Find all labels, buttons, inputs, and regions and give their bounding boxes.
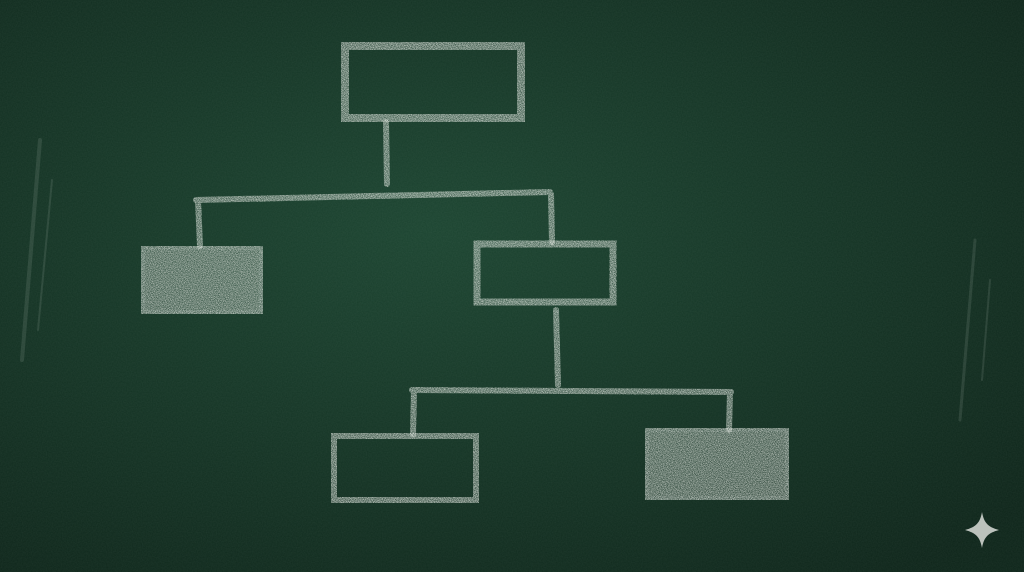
edge-to-leaf-left [410,387,417,437]
node-leaf-right [645,428,789,500]
edge-right-child-stem [553,307,561,388]
edge-level2-bar [409,387,734,395]
edge-level1-bar [193,189,553,203]
node-root [341,42,525,122]
node-right-child [473,240,617,306]
node-left-child [141,246,263,314]
node-leaf-left [331,433,479,503]
edge-to-left-child [195,197,203,249]
edge-to-leaf-right [726,389,733,433]
edge-root-stem [383,119,390,187]
connector-lines [193,119,734,437]
eraser-smudges [20,138,991,422]
edge-to-right-child [548,191,555,245]
diagram-nodes [141,42,789,503]
sparkle-icon [965,512,999,548]
